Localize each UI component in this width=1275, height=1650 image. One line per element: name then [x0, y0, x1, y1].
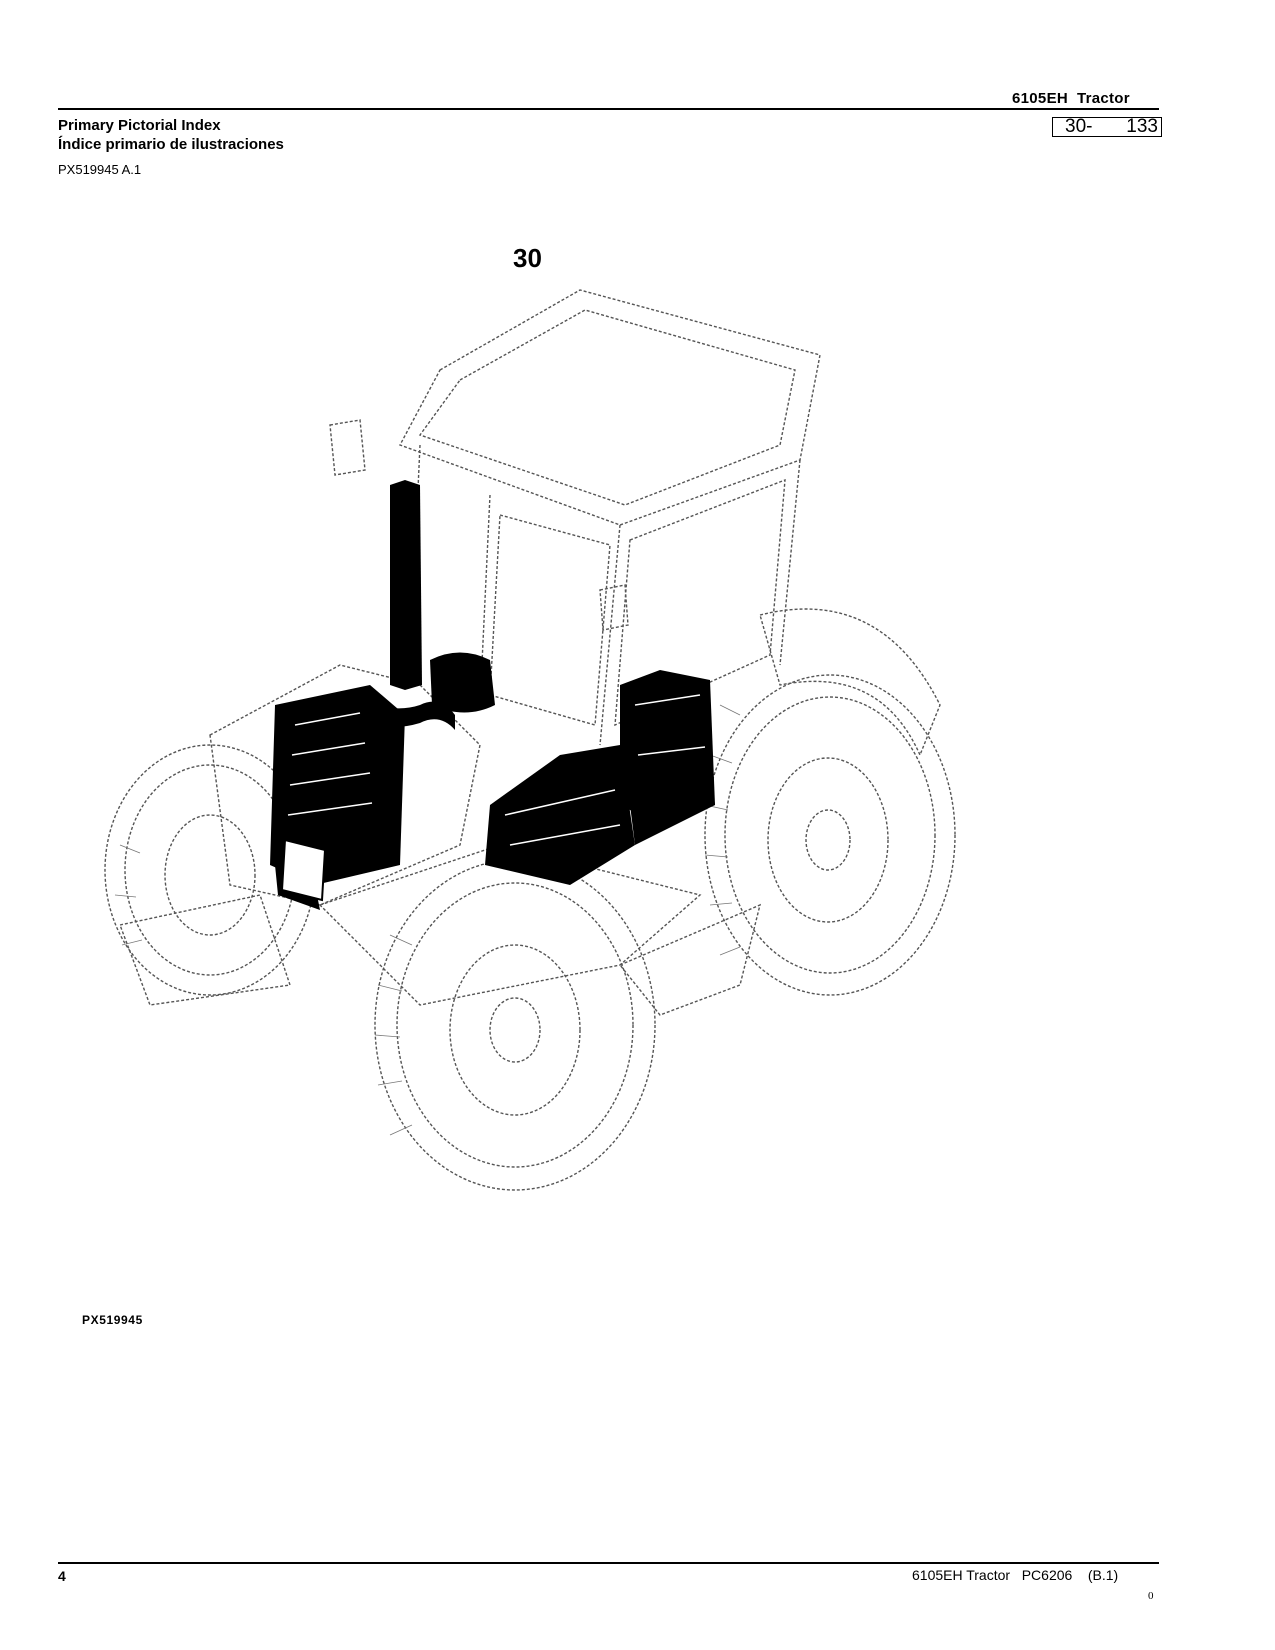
footer-document-info: 6105EH Tractor PC6206 (B.1) — [912, 1567, 1119, 1583]
page-number: 133 — [1126, 116, 1158, 137]
footer-rule — [58, 1562, 1159, 1564]
reference-code: PX519945 A.1 — [58, 162, 142, 177]
model-title: 6105EH Tractor — [1012, 90, 1130, 107]
section-number: 30- — [1065, 116, 1093, 137]
illustration-code: PX519945 — [82, 1313, 143, 1327]
page-reference-box: 30- 133 — [1052, 117, 1162, 137]
heading-spanish: Índice primario de ilustraciones — [58, 136, 284, 153]
footer-page-number: 4 — [58, 1568, 66, 1584]
header-rule — [58, 108, 1159, 110]
heading-english: Primary Pictorial Index — [58, 117, 221, 134]
tractor-illustration — [104, 289, 956, 1191]
group-number: 30 — [513, 243, 542, 273]
footer-mark: 0 — [1148, 1590, 1154, 1602]
